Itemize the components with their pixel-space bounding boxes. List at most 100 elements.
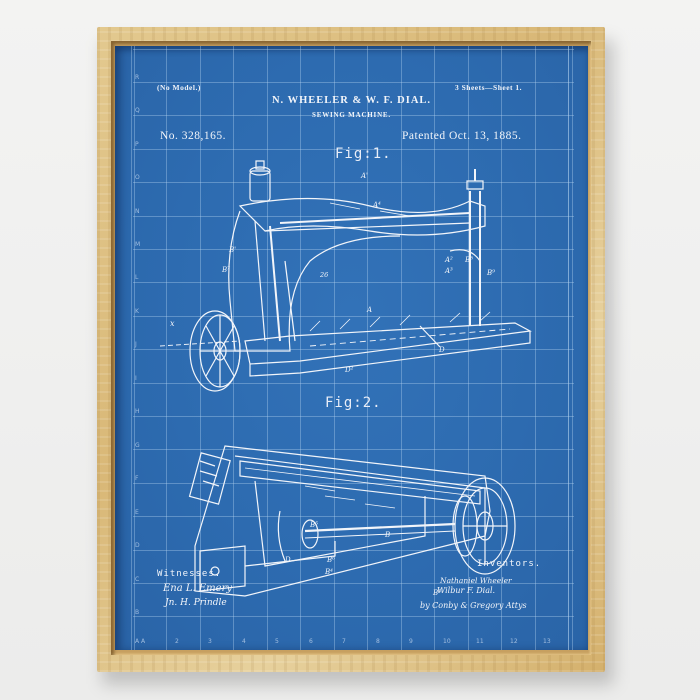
- grid-col-label: 3: [208, 638, 212, 645]
- grid-horizontal-line: [133, 616, 574, 618]
- sewing-machine-fig2-drawing: [185, 416, 565, 596]
- model-note: (No Model.): [157, 83, 201, 92]
- patent-date: Patented Oct. 13, 1885.: [402, 130, 522, 142]
- grid-horizontal-line: [133, 182, 574, 184]
- grid-horizontal-line: [133, 549, 574, 551]
- fig1-annotation-a: A: [367, 306, 373, 314]
- grid-vertical-line: [300, 46, 301, 650]
- witnesses-label: Witnesses.: [157, 569, 222, 579]
- grid-horizontal-line: [133, 583, 574, 584]
- grid-vertical-line: [501, 46, 502, 650]
- grid-col-label: A: [141, 638, 146, 645]
- grid-vertical-line: [367, 46, 368, 650]
- fig2-label: Fig:2.: [325, 395, 382, 411]
- grid-col-label: 7: [342, 638, 346, 645]
- grid-row-label: A: [135, 638, 140, 645]
- grid-row-label: J: [135, 341, 137, 348]
- fig2-annotation-b: B: [385, 531, 391, 539]
- grid-col-label: 4: [242, 638, 246, 645]
- grid-vertical-line: [434, 46, 435, 650]
- grid-horizontal-line: [133, 382, 574, 384]
- grid-border-line: [572, 46, 573, 650]
- grid-col-label: 10: [443, 638, 451, 645]
- sheets-note: 3 Sheets—Sheet 1.: [455, 83, 523, 92]
- grid-row-label: C: [135, 576, 140, 583]
- grid-row-label: N: [135, 208, 140, 215]
- grid-row-label: M: [135, 241, 141, 248]
- fig1-annotation-a3: A³: [445, 267, 453, 275]
- witness-signature-1: Ena L. Emery: [163, 583, 233, 594]
- grid-col-label: 8: [376, 638, 380, 645]
- grid-row-label: G: [135, 442, 140, 449]
- fig1-label: Fig:1.: [335, 146, 392, 162]
- fig1-annotation-26: 26: [320, 271, 329, 279]
- grid-horizontal-line: [133, 215, 574, 217]
- grid-horizontal-line: [133, 315, 574, 317]
- grid-col-label: 11: [476, 638, 484, 645]
- grid-horizontal-line: [133, 282, 574, 284]
- grid-col-label: 2: [175, 638, 179, 645]
- grid-horizontal-line: [133, 82, 574, 83]
- fig2-annotation-b5: B⁵: [310, 521, 318, 529]
- grid-vertical-line: [266, 46, 268, 650]
- grid-vertical-line: [166, 46, 167, 650]
- grid-row-label: E: [135, 509, 139, 516]
- grid-row-label: L: [135, 274, 139, 281]
- witness-signature-2: Jn. H. Prindle: [165, 598, 227, 608]
- grid-row-label: Q: [135, 107, 140, 114]
- grid-border-line: [134, 46, 135, 650]
- grid-border-line: [131, 46, 132, 650]
- fig1-annotation-a4: A⁴: [373, 201, 381, 209]
- grid-row-label: H: [135, 408, 140, 415]
- inventors-label: Inventors.: [477, 559, 542, 569]
- grid-row-label: O: [135, 174, 140, 181]
- fig1-annotation-b8: B⁸: [465, 256, 473, 264]
- attorneys-signature: by Conby & Gregory Attys: [420, 601, 527, 610]
- grid-col-label: 5: [275, 638, 279, 645]
- grid-vertical-line: [534, 46, 536, 650]
- grid-row-label: D: [135, 542, 140, 549]
- grid-vertical-line: [467, 46, 469, 650]
- grid-vertical-line: [568, 46, 569, 650]
- grid-horizontal-line: [133, 349, 574, 351]
- fig1-annotation-a1: A': [361, 172, 368, 180]
- fig1-annotation-b7: B⁷: [222, 266, 230, 274]
- grid-horizontal-line: [133, 115, 574, 117]
- grid-row-label: B: [135, 609, 140, 616]
- subject-title: SEWING MACHINE.: [312, 111, 391, 119]
- grid-horizontal-line: [133, 148, 574, 150]
- inventor-signature-2: Wilbur F. Dial.: [437, 586, 496, 595]
- grid-horizontal-line: [133, 516, 574, 518]
- grid-border-line: [133, 49, 574, 50]
- grid-horizontal-line: [133, 249, 574, 250]
- grid-row-label: I: [135, 375, 137, 382]
- fig1-annotation-a2: A²: [445, 256, 453, 264]
- patent-number: No. 328,165.: [160, 130, 227, 142]
- fig1-annotation-d2: D²: [345, 366, 354, 374]
- grid-col-label: 6: [309, 638, 313, 645]
- grid-border-line: [568, 46, 569, 650]
- fig2-annotation-b3: B³: [433, 589, 441, 597]
- inventor-signature-1: Nathaniel Wheeler: [440, 576, 512, 585]
- fig1-annotation-d: D: [439, 346, 445, 354]
- grid-horizontal-line: [133, 449, 574, 451]
- grid-row-label: K: [135, 308, 139, 315]
- fig1-annotation-b9: B⁹: [487, 269, 495, 277]
- grid-col-label: 13: [543, 638, 551, 645]
- grid-row-label: F: [135, 475, 139, 482]
- grid-col-label: 9: [409, 638, 413, 645]
- blueprint-print: (No Model.) 3 Sheets—Sheet 1. N. WHEELER…: [115, 46, 588, 650]
- fig1-annotation-b1: B': [229, 246, 237, 254]
- inventors-title: N. WHEELER & W. F. DIAL.: [271, 95, 432, 106]
- grid-row-label: R: [135, 74, 140, 81]
- fig2-annotation-d: D: [285, 556, 291, 564]
- grid-vertical-line: [233, 46, 234, 650]
- grid-horizontal-line: [133, 482, 574, 484]
- sewing-machine-fig1-drawing: [170, 151, 550, 381]
- grid-col-label: 12: [510, 638, 518, 645]
- grid-vertical-line: [333, 46, 335, 650]
- grid-row-label: P: [135, 141, 139, 148]
- fig1-annotation-x-left: x: [170, 319, 175, 328]
- fig2-annotation-b4: B⁴: [325, 568, 333, 576]
- grid-horizontal-line: [133, 416, 574, 417]
